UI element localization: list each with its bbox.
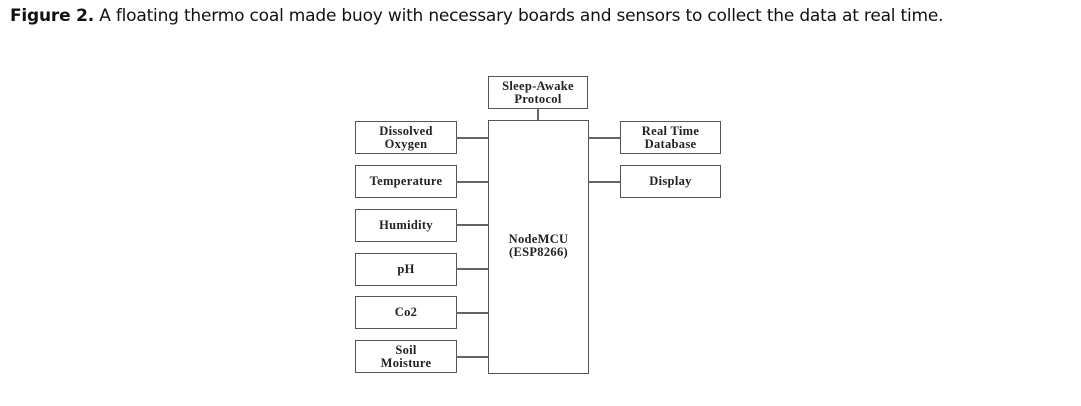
sensor-label: Soil Moisture [380,342,432,370]
output-box: Real Time Database [620,121,721,154]
connector-line [456,224,488,226]
figure-label: Figure 2. [10,6,95,26]
connector-line [456,137,488,139]
sensor-box: Soil Moisture [355,340,457,373]
sensor-label: Temperature [369,174,443,188]
sensor-label: Humidity [379,218,433,232]
figure-caption: Figure 2. A floating thermo coal made bu… [10,6,944,26]
sensor-label: Co2 [394,305,418,319]
sensor-box: Humidity [355,209,457,242]
connector-line [588,137,620,139]
protocol-label: Sleep-Awake Protocol [502,78,574,106]
connector-line [456,268,488,270]
sensor-box: Co2 [355,296,457,329]
protocol-box: Sleep-Awake Protocol [488,76,588,109]
output-label: Display [649,174,692,188]
output-label: Real Time Database [641,123,700,151]
figure-caption-text: A floating thermo coal made buoy with ne… [94,6,944,26]
connector-line [456,312,488,314]
connector-line [537,108,539,121]
connector-line [456,356,488,358]
sensor-box: Dissolved Oxygen [355,121,457,154]
connector-line [588,181,620,183]
connector-line [456,181,488,183]
sensor-box: Temperature [355,165,457,198]
output-box: Display [620,165,721,198]
sensor-box: pH [355,253,457,286]
controller-box: NodeMCU (ESP8266) [488,120,589,374]
sensor-label: Dissolved Oxygen [379,123,433,151]
sensor-label: pH [397,262,415,276]
controller-label: NodeMCU (ESP8266) [508,232,569,259]
